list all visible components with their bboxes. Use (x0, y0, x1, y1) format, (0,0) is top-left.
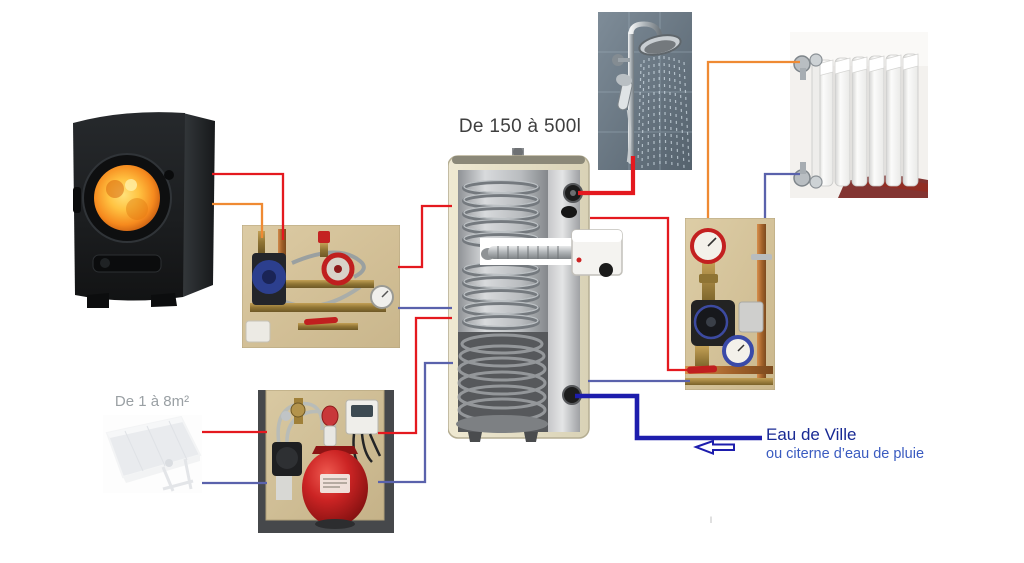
red-valve-cap (321, 405, 339, 427)
solar-panel-photo (103, 415, 202, 493)
heating-circuit-pump-photo (685, 218, 775, 390)
vessel-label-lines (323, 478, 347, 488)
flow-arrow-icon (693, 439, 735, 455)
loading-unit-graphic (242, 225, 400, 348)
vessel-base (315, 519, 355, 529)
wood-stove-photo (65, 105, 233, 310)
brass-manifold-lower (250, 303, 386, 312)
heater-graphic (480, 229, 623, 277)
solar-glass-lines (124, 420, 188, 472)
wood-stove-graphic (73, 112, 215, 308)
tank-foot (468, 432, 482, 442)
safety-valve-cap (318, 231, 330, 243)
radiator-section-tops (817, 53, 919, 77)
solar-area-label: De 1 à 8m² (114, 393, 190, 410)
heater-indicator (576, 257, 582, 263)
buffer-tank-photo (448, 148, 592, 443)
brass-pipe-bottom (298, 323, 358, 330)
solar-frame-bottom (123, 455, 200, 483)
gauge-needle (737, 344, 745, 352)
rainwater-label: ou citerne d’eau de pluie (766, 446, 925, 462)
upper-coil-highlight (463, 179, 539, 328)
stove-foot-right (151, 293, 177, 307)
heater-knob (599, 263, 613, 277)
pipe-bracket (751, 254, 772, 260)
cold-inlet-port (562, 385, 582, 405)
tank-bottom-ring (456, 415, 548, 433)
pump-base (276, 476, 292, 500)
expansion-group-graphic (258, 390, 394, 533)
solar-stand-legs (161, 458, 194, 492)
stove-side-panel (183, 113, 215, 297)
stove-latch (164, 170, 174, 180)
bottom-pipe-2 (685, 378, 773, 385)
radiator-end-plate (811, 61, 821, 185)
solar-pivot (165, 459, 173, 467)
city-water-label: Eau de Ville (766, 425, 857, 444)
drawer-knob (100, 258, 110, 268)
radiator-photo (790, 32, 928, 198)
thermostat-box (245, 320, 271, 343)
safety-valve-body (320, 243, 328, 257)
copper-riser (278, 229, 286, 269)
heating-pump-graphic (685, 218, 775, 390)
tank-top-band (452, 156, 585, 164)
pump-hub (262, 270, 276, 284)
water-streaks (637, 55, 690, 169)
white-fitting (323, 425, 337, 447)
tank-capacity-label: De 150 à 500l (458, 116, 582, 137)
chrome-fitting (281, 411, 291, 421)
sensor-port (561, 206, 577, 218)
hand-shower-head (616, 73, 632, 87)
stove-fire-window (94, 165, 160, 231)
stove-foot-left (87, 293, 109, 308)
hot-pipe-loading-unit-to-tank (398, 204, 452, 269)
dhw-outlet-center (570, 190, 576, 196)
gauge-needle (707, 237, 717, 247)
junction-box (738, 301, 764, 333)
fire-detail (106, 180, 124, 198)
pump-hub (706, 317, 716, 327)
fire-detail (125, 179, 137, 191)
tank-foot (524, 432, 538, 442)
gauge-needle (381, 290, 389, 298)
stove-door-handle (73, 187, 81, 213)
expansion-vessel-group-photo (258, 390, 394, 533)
rain-head-face (644, 40, 676, 54)
brass-valve (290, 402, 306, 418)
buffer-tank-graphic (448, 148, 590, 442)
bottom-pipe-1 (685, 366, 773, 374)
heater-box-top (572, 230, 622, 242)
electric-heater-element (480, 228, 628, 280)
heater-rod (488, 246, 576, 259)
wall-mount-arm (618, 58, 630, 62)
stray-text-mark: l (710, 515, 712, 525)
pump-front (276, 447, 298, 469)
tile-wall (598, 12, 692, 170)
brass-riser (258, 231, 265, 253)
loading-unit-photo (242, 225, 400, 348)
flow-pipe-pump-to-radiator (706, 60, 800, 218)
radiator-sections (817, 53, 919, 187)
city-water-pipe-to-tank (575, 393, 762, 441)
ball-valve-lever (687, 365, 718, 374)
flex-hose (291, 250, 366, 279)
stove-ash-drawer (92, 254, 162, 273)
solar-panel-graphic (103, 415, 202, 493)
mixing-valve-center (334, 265, 342, 273)
heater-rod-fins (497, 246, 559, 259)
controller-display (351, 405, 373, 417)
brass-union (699, 274, 718, 283)
shower-arm (628, 21, 663, 37)
brass-manifold-upper (254, 280, 374, 288)
shower-graphic (598, 12, 692, 170)
radiator-graphic (790, 32, 928, 198)
tank-top-nut (513, 148, 523, 157)
ball-valve-lever (304, 317, 338, 325)
fire-detail (126, 198, 148, 220)
brass-fitting (695, 346, 709, 368)
shower-photo (598, 12, 692, 170)
